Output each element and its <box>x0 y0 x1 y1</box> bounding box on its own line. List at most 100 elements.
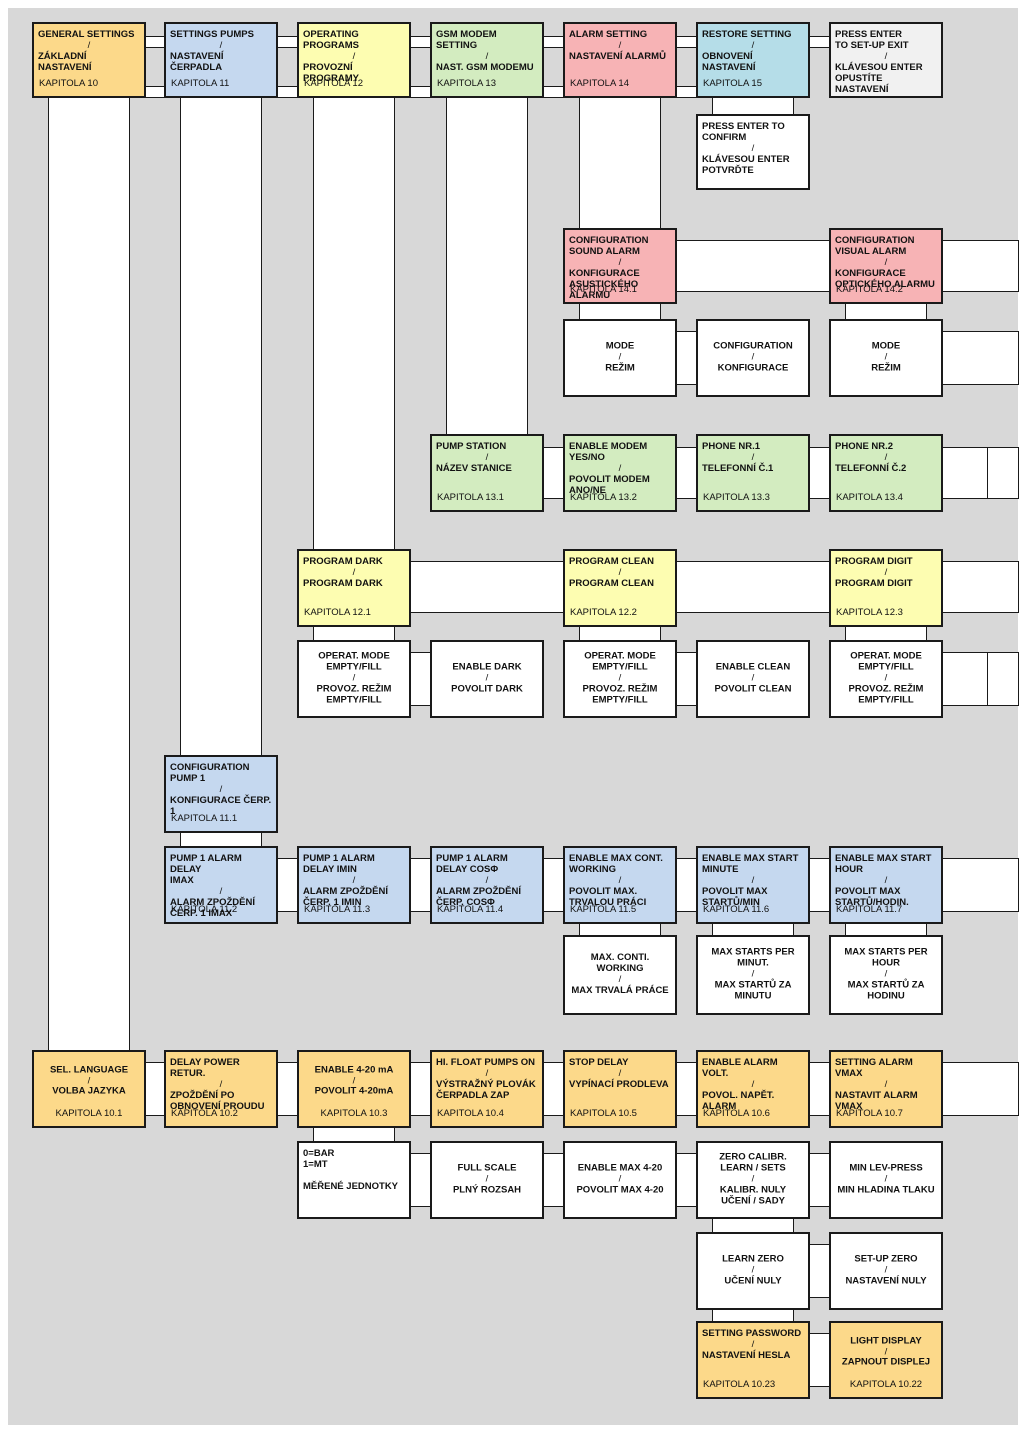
node-line: GENERAL SETTINGS <box>38 29 135 40</box>
node-line: LEARN ZERO <box>722 1253 784 1265</box>
node-line: DELAY COSΦ <box>436 863 499 875</box>
connector-bottom-4 <box>542 86 565 98</box>
node-line: GSM MODEM SETTING <box>436 29 497 51</box>
node-line: PROGRAM DIGIT <box>835 556 913 567</box>
connector-alarm-vertical <box>579 96 661 230</box>
node-line: / <box>884 1346 888 1358</box>
node-line: / <box>352 874 356 886</box>
node-line: PLNÝ ROZSAH <box>452 1184 522 1196</box>
node-line: PRESS ENTER <box>835 29 903 40</box>
node-line: POTVRĎTE <box>702 164 754 176</box>
node-line: PROVOZ. REŽIM <box>582 683 658 695</box>
node-line: / <box>884 874 888 886</box>
connector-pump-row-right <box>941 858 1019 912</box>
node-max-starts-per-minute: MAX STARTS PER MINUT./MAX STARTŮ ZA MINU… <box>696 935 810 1015</box>
node-line: REŽIM <box>605 362 635 374</box>
node-line: TELEFONNÍ Č.1 <box>702 462 774 474</box>
node-line: VMAX <box>835 1100 863 1112</box>
node-line: / <box>751 968 755 980</box>
node-line: POVOLIT DARK <box>451 683 523 695</box>
node-line: PROVOZ. REŽIM <box>848 683 924 695</box>
node-caption: KAPITOLA 13.4 <box>836 492 903 504</box>
node-text: PROGRAM DARK/PROGRAM DARK <box>303 556 405 590</box>
node-line: POVOLIT MAX <box>702 885 768 897</box>
node-line: ALARM ZPOŽDĚNÍ <box>303 885 388 897</box>
node-line: PUMP 1 ALARM DELAY <box>170 853 242 875</box>
node-caption: KAPITOLA 10.5 <box>570 1108 637 1120</box>
node-line: / <box>618 462 622 474</box>
node-line: POVOLIT 4-20mA <box>314 1086 394 1098</box>
node-line: TRVALOU PRÁCI <box>569 896 647 908</box>
node-line: OPUSTÍTE NASTAVENÍ <box>835 72 889 95</box>
node-text: ENABLE 4-20 mA/POVOLIT 4-20mA <box>302 1064 406 1098</box>
node-text: MODE/REŽIM <box>568 341 672 375</box>
connector-password-light <box>808 1333 831 1387</box>
node-line: / <box>618 351 622 363</box>
connector-bottom-5 <box>675 86 698 98</box>
node-line: PROGRAM DARK <box>303 577 383 589</box>
connector-alarm-row-right <box>941 240 1019 292</box>
node-enable-dark: ENABLE DARK/POVOLIT DARK <box>430 640 544 718</box>
node-text: ENABLE MODEM YES/NO/POVOLIT MODEM ANO/NE <box>569 441 671 497</box>
node-line: CONFIGURATION <box>713 340 793 352</box>
node-line: MAX. CONTI. WORKING <box>590 952 650 975</box>
node-line: STARTŮ/HODIN. <box>835 896 909 908</box>
connector-programs-right <box>941 561 1019 613</box>
node-line: / <box>884 50 888 62</box>
node-text: STOP DELAY/VYPÍNACÍ PRODLEVA <box>569 1057 671 1091</box>
node-configuration-sound: CONFIGURATION/KONFIGURACE <box>696 319 810 397</box>
node-line: / <box>618 672 622 684</box>
node-text: FULL SCALE/PLNÝ ROZSAH <box>435 1163 539 1197</box>
node-text: CONFIGURATION PUMP 1/KONFIGURACE ČERP. 1 <box>170 762 272 818</box>
node-line: DELAY IMIN <box>303 863 357 875</box>
node-text: ENABLE MAX 4-20/POVOLIT MAX 4-20 <box>568 1163 672 1197</box>
node-line: MIN LEV-PRESS <box>849 1162 923 1174</box>
node-line: POVOLIT MAX 4-20 <box>576 1184 664 1196</box>
node-caption: KAPITOLA 13 <box>437 78 496 90</box>
node-line: / <box>618 974 622 985</box>
connector-digit-right-b <box>987 652 1019 706</box>
node-line: / <box>751 874 755 886</box>
connector-bottom-2 <box>276 86 299 98</box>
node-line: MINUTE <box>702 863 739 875</box>
node-line: IMAX <box>170 874 194 886</box>
node-caption: KAPITOLA 11.6 <box>703 904 770 916</box>
node-line: KLÁVESOU ENTER <box>835 61 923 73</box>
node-line: CONFIGURATION <box>835 235 915 246</box>
node-line: ENABLE 4-20 mA <box>314 1064 394 1076</box>
node-line: NASTAVENÍ ALARMŮ <box>569 50 666 62</box>
node-line: ZERO CALIBR. <box>719 1151 787 1163</box>
node-line: / <box>751 672 755 684</box>
node-max-starts-per-hour: MAX STARTS PER HOUR/MAX STARTŮ ZA HODINU <box>829 935 943 1015</box>
node-line: ČERP. 1 IMIN <box>303 896 362 908</box>
node-line: / <box>884 351 888 363</box>
node-line: PROGRAM CLEAN <box>569 577 654 589</box>
node-caption: KAPITOLA 11.4 <box>437 904 504 916</box>
node-line: ZÁKLADNÍ NASTAVENÍ <box>38 50 92 73</box>
node-line: NASTAVENÍ HESLA <box>702 1349 791 1361</box>
node-text: OPERATING PROGRAMS/PROVOZNÍ PROGRAMY <box>303 29 405 85</box>
node-caption: KAPITOLA 10.1 <box>55 1108 123 1120</box>
node-line: LIGHT DISPLAY <box>850 1335 922 1347</box>
node-mode-visual: MODE/REŽIM <box>829 319 943 397</box>
node-line: ČERP. 1 IMAX <box>170 907 233 919</box>
node-line: / <box>618 1173 622 1185</box>
node-learn-zero: LEARN ZERO/UČENÍ NULY <box>696 1232 810 1310</box>
node-line: / <box>618 874 622 886</box>
node-line: MAX STARTŮ ZA HODINU <box>847 979 925 1002</box>
node-caption: KAPITOLA 12.3 <box>836 607 903 619</box>
node-line: NASTAVENÍ NULY <box>845 1275 927 1287</box>
